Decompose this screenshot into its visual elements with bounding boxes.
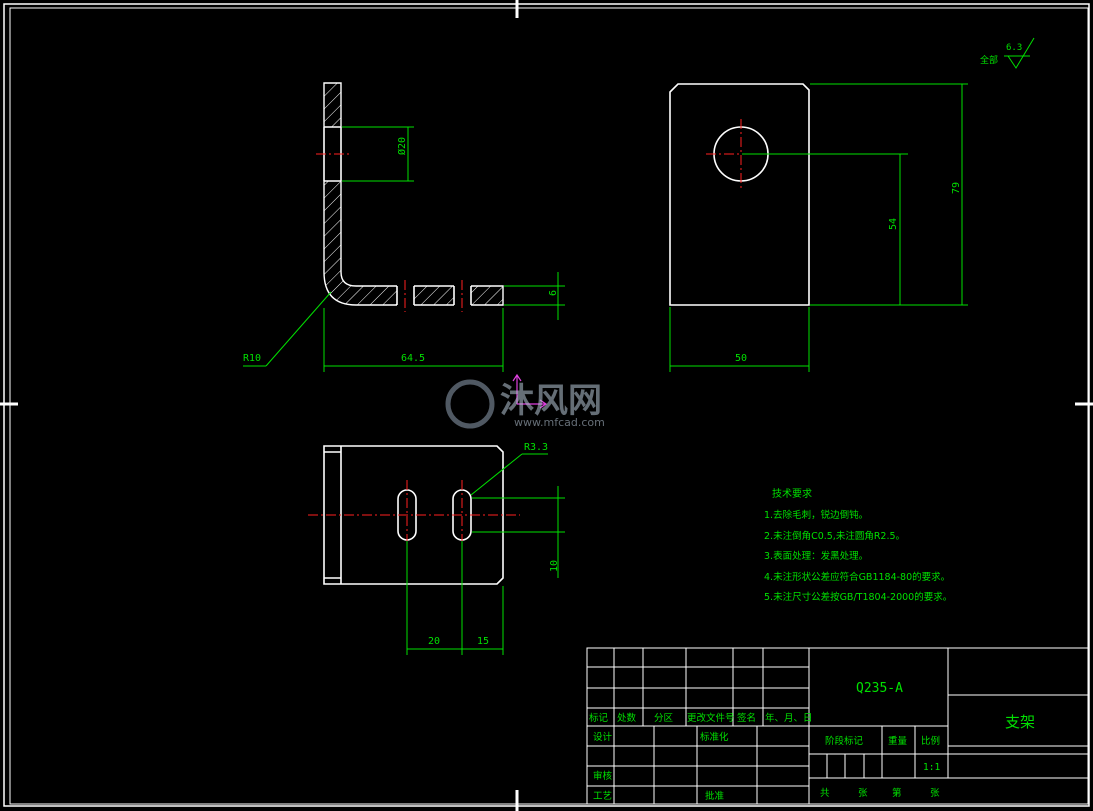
weight-label: 重量 (888, 735, 908, 747)
tech-item: 5.未注尺寸公差按GB/T1804-2000的要求。 (764, 591, 952, 603)
ucs-marker (512, 373, 548, 409)
dim-hole-center: 54 (888, 218, 899, 230)
approve-label: 批准 (705, 790, 725, 802)
dim-slot-pos1: 20 (428, 636, 440, 647)
part-name: 支架 (1005, 713, 1035, 731)
header-date: 年、月、日 (765, 712, 813, 724)
material: Q235-A (856, 681, 903, 696)
header-zone: 分区 (654, 713, 674, 724)
title-block (586, 647, 1089, 805)
watermark-logo-icon (445, 379, 495, 429)
roughness-value: 6.3 (1006, 43, 1022, 53)
sheets-label-1: 张 (858, 788, 868, 799)
header-change-doc: 更改文件号 (687, 712, 735, 724)
watermark: 沐风网 www.mfcad.com (445, 379, 605, 429)
dim-hole-diameter: Ø20 (396, 137, 408, 155)
slot-view (308, 445, 565, 655)
process-label: 工艺 (593, 791, 612, 802)
header-sign: 签名 (737, 712, 756, 724)
dim-slot-pos2: 15 (477, 636, 489, 647)
tech-item: 3.表面处理：发黑处理。 (764, 550, 868, 562)
header-mark: 标记 (589, 712, 609, 724)
inner-border (9, 7, 1089, 805)
tech-item: 1.去除毛刺，锐边倒钝。 (764, 509, 868, 521)
watermark-name: 沐风网 (500, 381, 602, 421)
plate-view (669, 83, 968, 372)
scale-value: 1:1 (923, 762, 940, 773)
dim-length: 64.5 (401, 353, 425, 364)
page-label: 第 (892, 787, 902, 799)
roughness-label: 全部 (980, 54, 998, 66)
design-label: 设计 (593, 731, 613, 743)
dim-thickness: 6 (548, 290, 559, 296)
dim-bend-radius: R10 (243, 353, 261, 364)
tech-title: 技术要求 (772, 487, 812, 500)
tech-item: 2.未注倒角C0.5,未注圆角R2.5。 (764, 530, 905, 542)
dim-slot-radius: R3.3 (524, 442, 548, 453)
sheets-label-2: 张 (930, 788, 940, 799)
stage-label: 阶段标记 (825, 735, 864, 747)
dim-height: 79 (951, 182, 962, 194)
dim-slot-offset: 10 (549, 560, 560, 572)
header-count: 处数 (617, 712, 637, 724)
tech-item: 4.未注形状公差应符合GB1184-80的要求。 (764, 571, 950, 583)
review-label: 审核 (593, 770, 613, 782)
dim-width: 50 (735, 353, 747, 364)
scale-label: 比例 (921, 735, 940, 747)
front-view (243, 82, 565, 372)
roughness-symbol (1004, 37, 1035, 69)
standard-label: 标准化 (700, 731, 729, 743)
watermark-url: www.mfcad.com (514, 416, 605, 429)
total-label: 共 (820, 788, 830, 799)
